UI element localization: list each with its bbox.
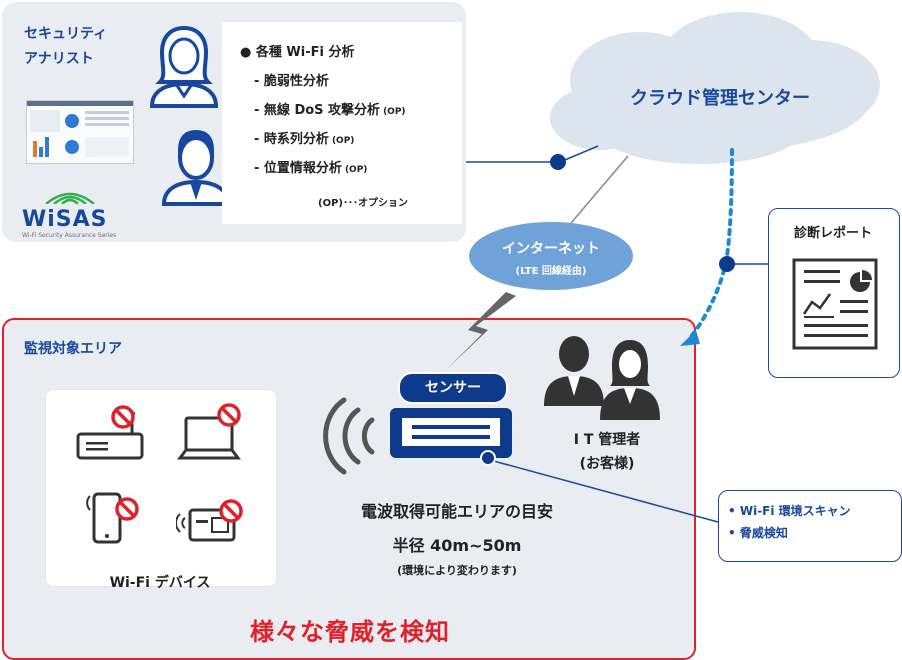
it-admin-line2: (お客様): [579, 456, 635, 472]
wifi-device-label: Wi-Fi デバイス: [109, 575, 211, 591]
sensor-info-line: [489, 459, 719, 523]
dash: -: [254, 74, 264, 89]
cloud-label: クラウド管理センター: [630, 88, 810, 109]
laptop-icon: [177, 416, 241, 460]
wisas-logo: WiSAS Wi-Fi Security Assurance Series: [22, 188, 132, 239]
analyst-title: セキュリティ アナリスト: [24, 22, 144, 72]
sensor-label: センサー: [398, 372, 508, 404]
analysis-item-label: 時系列分析: [263, 132, 329, 147]
prohibited-icon: [111, 405, 135, 429]
cloud-internet-line: [559, 155, 629, 237]
dash: -: [254, 103, 264, 118]
dashboard-screenshot: [26, 100, 134, 164]
it-admin-icon: [544, 336, 660, 420]
analysis-item-timeseries: - 時系列分析(OP): [240, 125, 406, 154]
analysis-item-label: 位置情報分析: [263, 161, 342, 176]
sensor-device-icon: [390, 408, 512, 466]
router-icon: [76, 411, 144, 460]
feature-item: • 脅威検知: [728, 526, 788, 540]
wisas-tagline: Wi-Fi Security Assurance Series: [22, 232, 117, 239]
connection-dot: [550, 154, 566, 170]
analyst-title-line2: アナリスト: [24, 51, 94, 67]
wifi-wave-icon: [323, 397, 375, 475]
lightning-icon: [446, 292, 516, 370]
range-note: (環境により変わります): [397, 564, 517, 577]
cloud-shape: [550, 12, 880, 164]
threat-detection-title: 様々な脅威を検知: [250, 618, 450, 646]
analysis-card: [222, 22, 462, 224]
internet-sublabel: (LTE 回線経由): [515, 266, 587, 277]
feature-item: • Wi-Fi 環境スキャン: [728, 504, 851, 518]
features-list: • Wi-Fi 環境スキャン • 脅威検知: [728, 500, 851, 544]
option-note: (OP)･･･オプション: [318, 198, 408, 209]
bullet-icon: ●: [240, 45, 252, 60]
arrow-head-icon: [680, 330, 700, 346]
option-tag: (OP): [331, 136, 355, 146]
dash: -: [254, 132, 264, 147]
it-admin-label: I T 管理者 (お客様): [552, 428, 662, 476]
device-box: [46, 390, 276, 586]
female-analyst-icon: [149, 25, 219, 108]
analyst-title-line1: セキュリティ: [24, 26, 108, 42]
prohibited-icon: [115, 497, 139, 521]
analysis-item-label: 脆弱性分析: [263, 74, 329, 89]
internet-bubble: [469, 222, 633, 290]
analysis-item-wifi: ● 各種 Wi-Fi 分析: [240, 38, 406, 67]
prohibited-icon: [217, 403, 241, 427]
option-tag: (OP): [383, 107, 406, 117]
dash: -: [254, 161, 264, 176]
internet-label: インターネット: [502, 241, 600, 257]
analysis-item-location: - 位置情報分析(OP): [240, 154, 406, 183]
prohibited-icon: [219, 499, 243, 523]
monitored-area-title: 監視対象エリア: [24, 341, 122, 357]
wisas-logo-text: WiSAS: [22, 207, 108, 232]
analysis-item-dos: - 無線 DoS 攻撃分析(OP): [240, 96, 406, 125]
range-value: 半径 40m~50m: [392, 536, 522, 555]
analysis-item-label: 各種 Wi-Fi 分析: [255, 45, 355, 60]
report-dotted-arrow: [688, 148, 734, 340]
male-analyst-icon: [161, 130, 231, 206]
analysis-item-vuln: - 脆弱性分析: [240, 67, 406, 96]
it-admin-line1: I T 管理者: [573, 432, 641, 448]
signal-arcs-icon: [45, 192, 95, 205]
features-box: [718, 490, 902, 562]
range-title: 電波取得可能エリアの目安: [360, 502, 553, 521]
analysis-item-label: 無線 DoS 攻撃分析: [263, 103, 381, 118]
connection-dot: [719, 256, 735, 272]
option-tag: (OP): [344, 165, 368, 175]
report-title: 診断レポート: [793, 226, 872, 241]
report-document-icon: [792, 258, 878, 350]
analysis-list: ● 各種 Wi-Fi 分析 - 脆弱性分析 - 無線 DoS 攻撃分析(OP) …: [240, 38, 406, 183]
